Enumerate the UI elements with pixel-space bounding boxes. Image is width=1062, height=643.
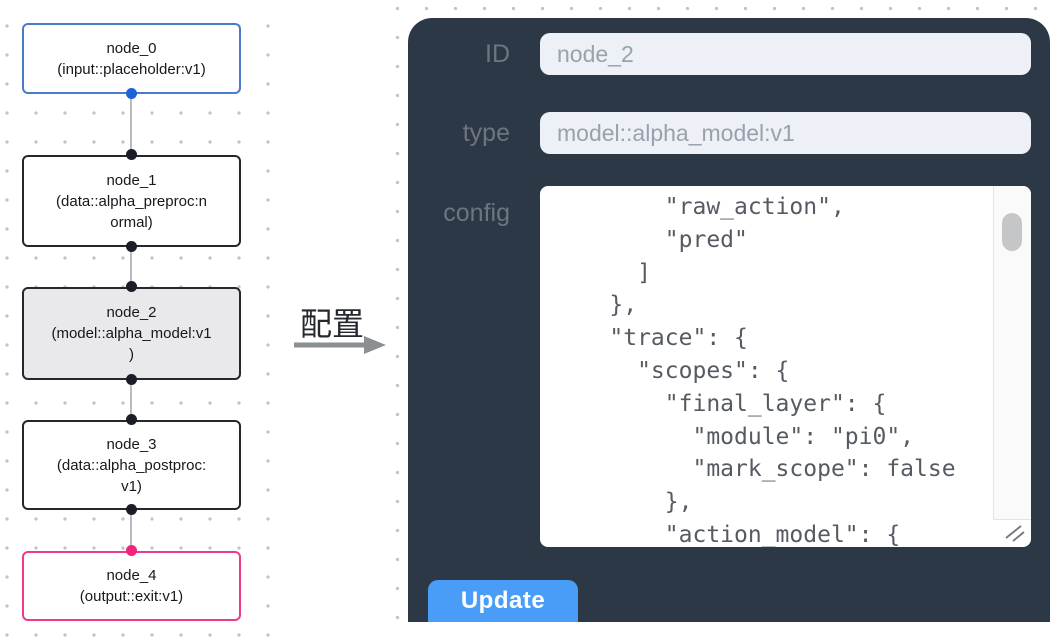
edge-node3-node4 bbox=[130, 510, 132, 551]
resize-handle-icon[interactable] bbox=[1003, 523, 1027, 543]
flow-node-node_2-selected[interactable]: node_2 (model::alpha_model:v1 ) bbox=[22, 287, 241, 380]
node-label: node_3 (data::alpha_postproc: v1) bbox=[56, 435, 207, 495]
flow-node-node_0[interactable]: node_0 (input::placeholder:v1) bbox=[22, 23, 241, 94]
node-label: node_1 (data::alpha_preproc:n ormal) bbox=[56, 171, 207, 231]
node-label: node_4 (output::exit:v1) bbox=[79, 567, 184, 605]
edge-node2-node3 bbox=[130, 380, 132, 420]
config-editor-textarea[interactable]: "raw_action", "pred" ] }, "trace": { "sc… bbox=[540, 186, 1031, 547]
flow-node-node_3[interactable]: node_3 (data::alpha_postproc: v1) bbox=[22, 420, 241, 510]
flow-node-node_1[interactable]: node_1 (data::alpha_preproc:n ormal) bbox=[22, 155, 241, 247]
flow-canvas: node_0 (input::placeholder:v1) node_1 (d… bbox=[0, 0, 272, 643]
port-node2-in[interactable] bbox=[126, 281, 137, 292]
id-field-input[interactable] bbox=[540, 33, 1031, 75]
scrollbar-thumb[interactable] bbox=[1002, 213, 1022, 251]
port-node1-out[interactable] bbox=[126, 241, 137, 252]
transition-label: 配置 bbox=[299, 306, 364, 342]
arrow-right-icon bbox=[294, 336, 386, 354]
port-node3-out[interactable] bbox=[126, 504, 137, 515]
edge-node1-node2 bbox=[130, 247, 132, 287]
update-button[interactable]: Update bbox=[428, 580, 578, 622]
type-field-input[interactable] bbox=[540, 112, 1031, 154]
port-node4-in[interactable] bbox=[126, 545, 137, 556]
edge-node0-node1 bbox=[130, 94, 132, 155]
port-node1-in[interactable] bbox=[126, 149, 137, 160]
config-json-text: "raw_action", "pred" ] }, "trace": { "sc… bbox=[609, 194, 956, 547]
id-field-label: ID bbox=[485, 40, 510, 68]
node-label: node_0 (input::placeholder:v1) bbox=[57, 39, 206, 78]
config-field-label: config bbox=[443, 199, 510, 227]
node-label: node_2 (model::alpha_model:v1 ) bbox=[51, 304, 212, 363]
port-node2-out[interactable] bbox=[126, 374, 137, 385]
flow-node-node_4[interactable]: node_4 (output::exit:v1) bbox=[22, 551, 241, 621]
type-field-label: type bbox=[462, 119, 510, 147]
scrollbar-track[interactable] bbox=[993, 186, 1031, 520]
panel-canvas: ID type config "raw_action", "pred" ] },… bbox=[392, 0, 1062, 643]
config-panel: ID type config "raw_action", "pred" ] },… bbox=[408, 18, 1050, 622]
port-node3-in[interactable] bbox=[126, 414, 137, 425]
port-node0-out[interactable] bbox=[126, 88, 137, 99]
